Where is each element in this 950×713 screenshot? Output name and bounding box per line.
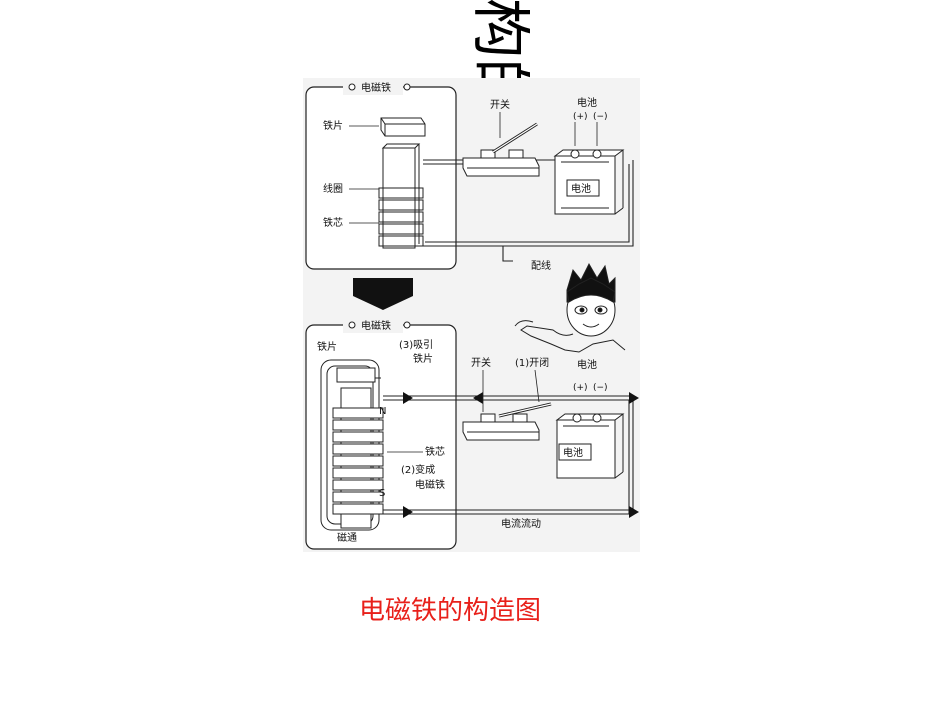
top-minus: (−) — [593, 112, 608, 122]
bottom-battery — [555, 413, 625, 479]
top-title: 电磁铁 — [361, 81, 391, 94]
electromagnet-diagram: 电磁铁 铁片 线圈 铁芯 开关 — [303, 78, 640, 552]
bottom-plus: (+) — [573, 383, 588, 393]
bottom-switch — [462, 402, 552, 441]
top-title-dot-left — [348, 83, 356, 91]
bottom-core-coil — [332, 367, 384, 529]
south-pole-label: S — [379, 488, 385, 499]
top-title-bg — [343, 81, 403, 95]
open-close-label: (1)开闭 — [515, 356, 549, 369]
top-coil — [378, 187, 424, 247]
bottom-title-dot-right — [403, 321, 411, 329]
bottom-iron-plate-label: 铁片 — [317, 340, 337, 353]
top-wire-label: 配线 — [531, 259, 551, 272]
magnetic-flux-label: 磁通 — [337, 531, 357, 544]
top-iron-plate-label: 铁片 — [323, 119, 343, 132]
bottom-wiring — [383, 395, 634, 515]
top-battery-inner-label: 电池 — [571, 182, 591, 195]
top-core-label: 铁芯 — [323, 216, 343, 229]
top-plus: (+) — [573, 112, 588, 122]
top-battery-label: 电池 — [577, 96, 597, 109]
become-line1: (2)变成 — [401, 463, 435, 476]
bottom-title: 电磁铁 — [361, 319, 391, 332]
top-iron-plate — [380, 117, 426, 137]
bottom-battery-inner-label: 电池 — [563, 446, 583, 459]
down-arrow — [353, 278, 413, 310]
attract-line1: (3)吸引 — [399, 339, 433, 351]
current-flow-label: 电流流动 — [501, 517, 541, 530]
rotated-title-fragment: 构的 — [470, 0, 530, 88]
attract-line2: 铁片 — [413, 352, 433, 365]
bottom-minus: (−) — [593, 383, 608, 393]
bottom-core-label: 铁芯 — [425, 445, 445, 458]
top-battery — [553, 149, 625, 215]
north-pole-label: N — [379, 406, 386, 417]
current-arrows — [403, 392, 639, 518]
person-illustration — [514, 262, 626, 353]
top-title-dot-right — [403, 83, 411, 91]
bottom-title-dot-left — [348, 321, 356, 329]
top-switch-label: 开关 — [490, 98, 510, 111]
rotated-title-text: 构的 — [470, 0, 530, 88]
diagram-svg: 电磁铁 铁片 线圈 铁芯 开关 — [303, 78, 640, 552]
top-coil-label: 线圈 — [323, 182, 343, 195]
bottom-battery-label: 电池 — [577, 358, 597, 371]
top-switch — [462, 122, 540, 177]
become-line2: 电磁铁 — [415, 478, 445, 491]
figure-caption: 电磁铁的构造图 — [358, 596, 541, 626]
bottom-switch-label: 开关 — [471, 356, 491, 369]
bottom-title-bg — [343, 319, 403, 333]
